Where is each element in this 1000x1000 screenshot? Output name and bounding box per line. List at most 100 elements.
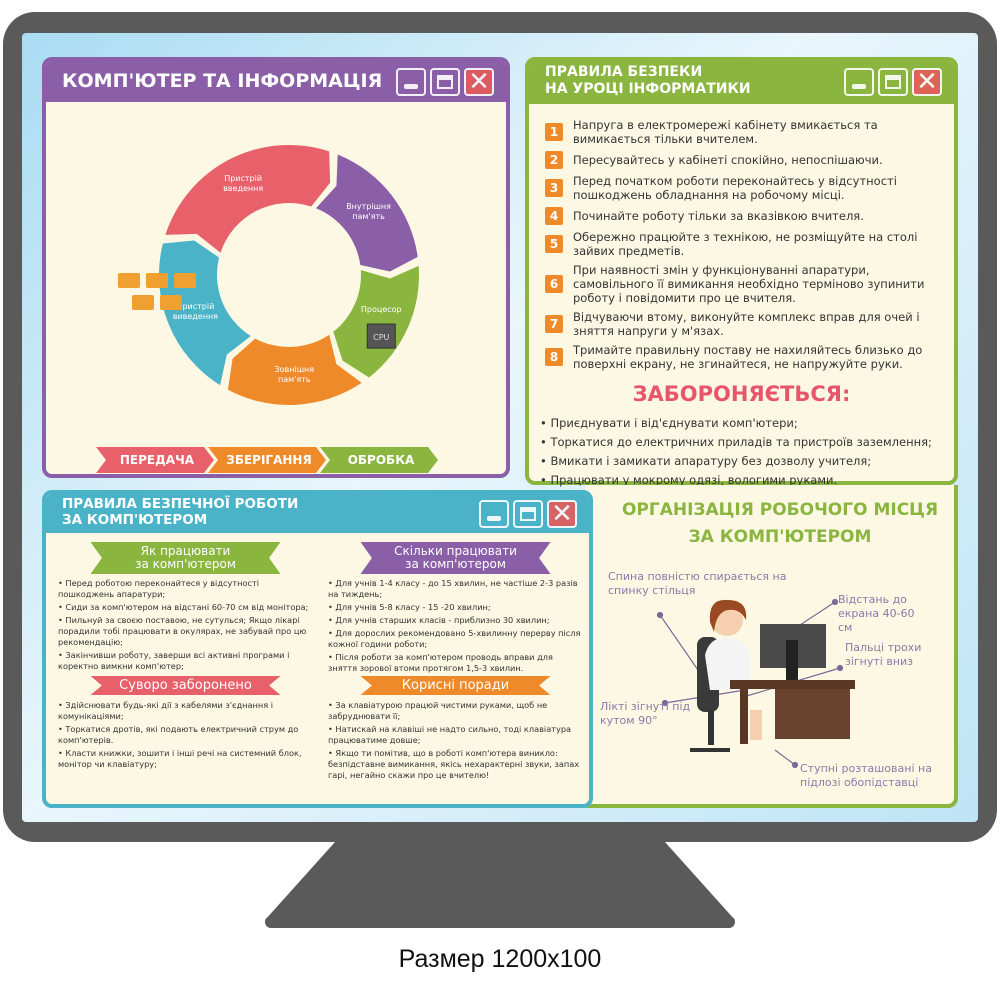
rule-number: 2 xyxy=(545,151,563,169)
list-item: • Для учнів старших класів - приблизно 3… xyxy=(328,615,550,625)
list-item: • Здійснювати будь-які дії з кабелями з'… xyxy=(58,700,274,721)
ribbon-tips-label: Корисні поради xyxy=(401,678,510,693)
list-item: • Для дорослих рекомендовано 5-хвилинну … xyxy=(328,628,581,649)
rule-text: Перед початком роботи переконайтесь у ві… xyxy=(573,174,897,202)
person-icon xyxy=(705,637,750,690)
flow-arrow-label: ПЕРЕДАЧА xyxy=(120,453,195,467)
list-item: • Якщо ти помітив, що в роботі комп'ютер… xyxy=(328,748,580,780)
rule-item: 6 При наявності змін у функціонуванні апа… xyxy=(545,263,945,305)
cycle-segment-label: пам'ять xyxy=(278,375,311,384)
cycle-segment-label: Зовнішня xyxy=(275,365,315,374)
minimize-icon[interactable] xyxy=(844,68,874,96)
how-list: • Перед роботою переконайтеся у відсутно… xyxy=(58,578,313,672)
rule-text: Обережно працюйте з технікою, не розміщу… xyxy=(573,230,918,258)
list-item: • Закінчивши роботу, заверши всі активні… xyxy=(58,650,290,671)
rule-number: 1 xyxy=(545,123,563,141)
window-controls: ✕ xyxy=(479,500,577,528)
cycle-segment-label: Пристрій xyxy=(176,302,214,311)
minimize-icon[interactable] xyxy=(479,500,509,528)
list-item: • Натискай на клавіші не надто сильно, т… xyxy=(328,724,572,745)
close-icon[interactable]: ✕ xyxy=(912,68,942,96)
ribbon-how-long-line2: за комп'ютером xyxy=(405,557,506,571)
folder-icon xyxy=(118,273,140,288)
ribbon-how-line2: за комп'ютером xyxy=(135,557,236,571)
flow-arrow xyxy=(320,447,438,473)
forbidden-title: ЗАБОРОНЯЄТЬСЯ: xyxy=(632,382,851,406)
forbidden-list: • Приєднувати і від'єднувати комп'ютери;… xyxy=(540,414,932,490)
rule-text: Відчуваючи втому, виконуйте комплекс впр… xyxy=(573,310,920,338)
panel-header: ПРАВИЛА БЕЗПЕКИ НА УРОЦІ ІНФОРМАТИКИ ✕ xyxy=(529,61,954,104)
cycle-segment-label: виведення xyxy=(173,312,218,321)
workplace-title: ОРГАНІЗАЦІЯ РОБОЧОГО МІСЦЯ ЗА КОМП'ЮТЕРОМ xyxy=(600,497,960,551)
window-controls: ✕ xyxy=(396,68,494,96)
cycle-segment xyxy=(227,334,362,405)
cycle-segment xyxy=(333,265,419,378)
rule-number: 7 xyxy=(545,315,563,333)
maximize-icon[interactable] xyxy=(878,68,908,96)
workplace-illustration xyxy=(656,598,855,769)
maximize-icon[interactable] xyxy=(513,500,543,528)
folder-icon xyxy=(132,295,154,310)
cycle-segment-label: Пристрій xyxy=(224,174,262,183)
monitor-stand xyxy=(265,842,735,928)
panel-safe-work: ПРАВИЛА БЕЗПЕЧНОЇ РОБОТИ ЗА КОМП'ЮТЕРОМ … xyxy=(42,490,593,808)
note-fingers: Пальці трохи зігнуті вниз xyxy=(845,641,922,668)
panel-header: КОМП'ЮТЕР ТА ІНФОРМАЦІЯ ✕ xyxy=(46,61,506,102)
rule-number: 8 xyxy=(545,348,563,366)
rule-text: Починайте роботу тільки за вказівкою вчи… xyxy=(573,209,864,223)
rule-text: Тримайте правильну поставу не нахиляйтес… xyxy=(573,343,923,371)
rules-list: 1 Напруга в електромережі кабінету вмикає… xyxy=(545,118,945,376)
minimize-icon[interactable] xyxy=(396,68,426,96)
size-caption: Размер 1200х100 xyxy=(398,945,602,973)
note-back: Спина повністю спирається на спинку стіл… xyxy=(608,570,787,597)
rule-item: 1 Напруга в електромережі кабінету вмикає… xyxy=(545,118,945,146)
cycle-segment xyxy=(315,154,418,272)
workplace-title-line1: ОРГАНІЗАЦІЯ РОБОЧОГО МІСЦЯ xyxy=(621,500,939,520)
forbidden-item: • Вмикати і замикати апаратуру без дозво… xyxy=(540,454,872,468)
cycle-segment-label: Внутрішня xyxy=(346,202,391,211)
rule-text: Напруга в електромережі кабінету вмикаєт… xyxy=(573,118,878,146)
workplace-title-line2: ЗА КОМП'ЮТЕРОМ xyxy=(688,527,872,547)
ribbon-forbidden-label: Суворо заборонено xyxy=(119,678,252,693)
panel-header: ПРАВИЛА БЕЗПЕЧНОЇ РОБОТИ ЗА КОМП'ЮТЕРОМ … xyxy=(46,494,589,533)
panel-title-line2: ЗА КОМП'ЮТЕРОМ xyxy=(62,512,208,528)
tips-list: • За клавіатурою працюй чистими руками, … xyxy=(328,700,583,781)
list-item: • Для учнів 5-8 класу - 15 -20 хвилин; xyxy=(328,602,491,612)
forbidden-item: • Торкатися до електричних приладів та п… xyxy=(540,435,932,449)
folder-icon xyxy=(160,295,182,310)
close-icon[interactable]: ✕ xyxy=(464,68,494,96)
close-icon[interactable]: ✕ xyxy=(547,500,577,528)
ribbon-how-long-line1: Скільки працювати xyxy=(394,544,517,558)
rule-number: 6 xyxy=(545,275,563,293)
cycle-segment-label: пам'ять xyxy=(352,212,385,221)
rule-item: 8 Тримайте правильну поставу не нахиляйте… xyxy=(545,343,945,371)
panel-safety-rules: ПРАВИЛА БЕЗПЕКИ НА УРОЦІ ІНФОРМАТИКИ ✕ xyxy=(525,57,958,485)
list-item: • За клавіатурою працюй чистими руками, … xyxy=(328,700,548,721)
rule-number: 4 xyxy=(545,207,563,225)
ribbon-tips: Корисні поради xyxy=(360,676,551,695)
cpu-icon xyxy=(366,323,396,349)
maximize-icon[interactable] xyxy=(430,68,460,96)
rule-text: При наявності змін у функціонуванні апар… xyxy=(573,263,925,305)
flow-arrow-label: ОБРОБКА xyxy=(348,453,415,467)
cycle-diagram: ПристрійвведенняВнутрішняпам'ятьПроцесор… xyxy=(96,145,438,473)
cycle-segment-label: введення xyxy=(223,184,263,193)
cpu-label: CPU xyxy=(373,333,389,342)
list-item: • Для учнів 1-4 класу - до 15 хвилин, не… xyxy=(328,578,578,599)
folder-icon xyxy=(174,273,196,288)
ribbon-forbidden: Суворо заборонено xyxy=(90,676,281,695)
rule-item: 4 Починайте роботу тільки за вказівкою вч… xyxy=(545,207,945,225)
desk-icon xyxy=(730,680,855,689)
cycle-segment-label: Процесор xyxy=(361,305,402,314)
forbidden-item: • Приєднувати і від'єднувати комп'ютери; xyxy=(540,416,798,430)
forbidden-item: • Працювати у мокрому одязі, вологими ру… xyxy=(540,473,838,487)
list-item: • Перед роботою переконайтеся у відсутно… xyxy=(58,578,260,599)
list-item: • Сиди за комп'ютером на відстані 60-70 … xyxy=(58,602,309,612)
ribbon-how-line1: Як працювати xyxy=(140,544,231,558)
list-item: • Після роботи за комп'ютером проводь вп… xyxy=(328,652,553,673)
